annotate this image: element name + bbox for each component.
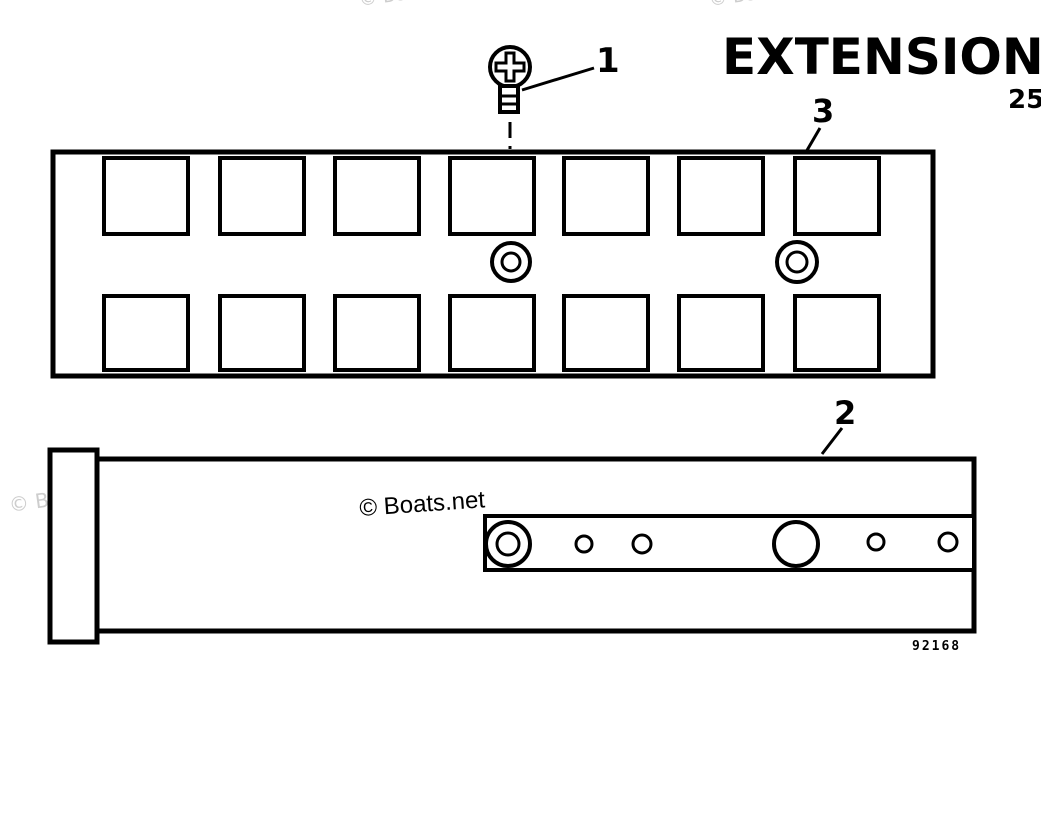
watermark-top-mid: © Boats.net [358,0,470,11]
callout-1-leader [521,66,595,92]
callout-3-leader [804,127,822,153]
screw-part [488,45,532,114]
callout-2-leader [820,427,844,455]
diagram-subtitle: 25 [1008,85,1041,115]
extension-tube-part [47,447,977,645]
callout-3-label: 3 [812,92,834,130]
callout-1-label: 1 [596,41,620,81]
grip-plate-part [50,149,936,379]
callout-2-label: 2 [834,394,856,432]
diagram-title: EXTENSION [722,28,1041,86]
watermark-top-right: © Boats.net [708,0,820,11]
drawing-number: 92168 [912,639,961,654]
